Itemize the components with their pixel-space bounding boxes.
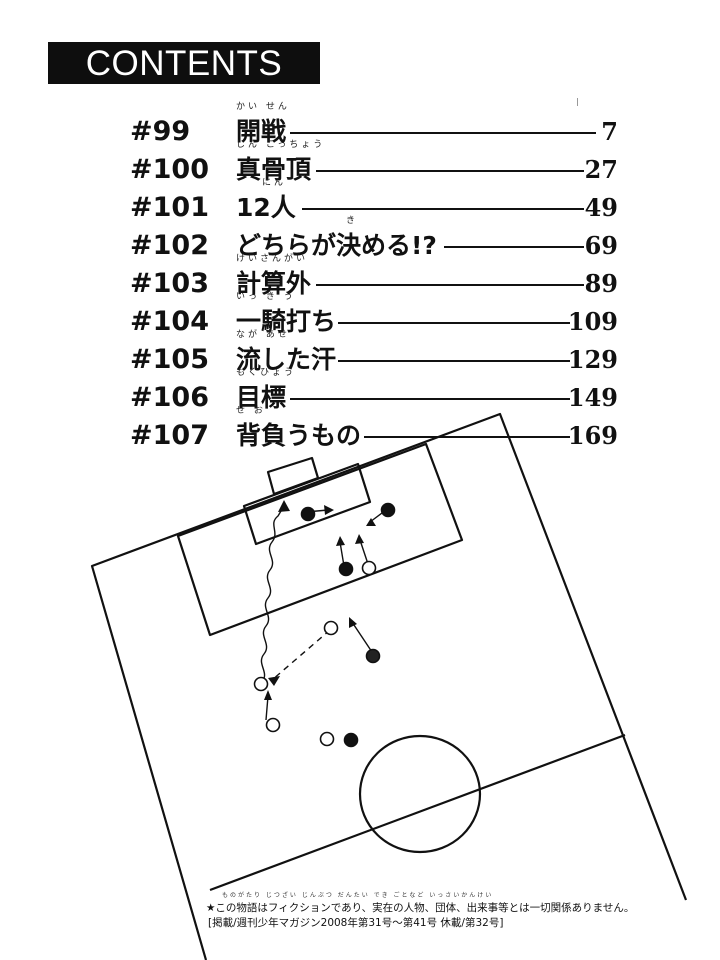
chapter-page: 69 bbox=[584, 231, 618, 260]
leader-line bbox=[364, 436, 570, 438]
chapter-page: 27 bbox=[584, 155, 618, 184]
arrow-head bbox=[268, 676, 280, 686]
chapter-number: #103 bbox=[130, 268, 209, 299]
pitch-outline bbox=[90, 412, 688, 960]
chapter-page: 7 bbox=[601, 117, 618, 146]
chapter-page: 149 bbox=[567, 383, 618, 412]
arrow-head bbox=[349, 617, 357, 628]
goal bbox=[266, 456, 320, 496]
chapter-title: 真骨頂 bbox=[236, 155, 312, 184]
halfway-line bbox=[209, 733, 626, 892]
chapter-number: #105 bbox=[130, 344, 209, 375]
fiction-disclaimer: ★この物語はフィクションであり、実在の人物、団体、出来事等とは一切関係ありません… bbox=[206, 902, 635, 914]
player-dark bbox=[380, 502, 396, 518]
run-arrow-3 bbox=[359, 539, 369, 565]
arrow-head bbox=[278, 500, 290, 512]
leader-line bbox=[302, 208, 584, 210]
player-dark bbox=[365, 648, 381, 664]
chapter-title: 計算外 bbox=[236, 269, 312, 298]
run-arrow-4 bbox=[351, 621, 373, 653]
chapter-title: 背負うもの bbox=[236, 421, 362, 450]
chapter-number: #104 bbox=[130, 306, 209, 337]
player-light bbox=[323, 620, 339, 636]
chapter-ruby: いっ き う bbox=[236, 292, 296, 302]
leader-line bbox=[290, 132, 596, 134]
player-light bbox=[319, 731, 335, 747]
player-light bbox=[253, 676, 269, 692]
toc-entry-105[interactable]: #105 なが あせ 流した汗 129 bbox=[0, 330, 720, 377]
leader-line bbox=[444, 246, 584, 248]
chapter-ruby: なが あせ bbox=[236, 330, 290, 340]
chapter-page: 89 bbox=[584, 269, 618, 298]
note-ruby: ものがたり じつざい じんぶつ だんたい でき ごとなど いっさいかんけい bbox=[222, 892, 494, 899]
arrow-head bbox=[336, 536, 345, 546]
chapter-page: 109 bbox=[567, 307, 618, 336]
chapter-page: 49 bbox=[584, 193, 618, 222]
run-arrow-2 bbox=[339, 541, 345, 567]
leader-line bbox=[316, 284, 584, 286]
leader-line bbox=[290, 398, 570, 400]
toc-entry-106[interactable]: #106 もくひょう 目標 149 bbox=[0, 368, 720, 415]
trim-mark bbox=[577, 98, 578, 106]
toc-entry-107[interactable]: #107 せ お 背負うもの 169 bbox=[0, 406, 720, 453]
chapter-ruby: かい せん bbox=[236, 102, 290, 112]
chapter-ruby: せ お bbox=[236, 406, 266, 416]
chapter-ruby: き bbox=[346, 216, 359, 226]
player-dark bbox=[300, 506, 316, 522]
player-light bbox=[265, 717, 281, 733]
chapter-number: #106 bbox=[130, 382, 209, 413]
leader-line bbox=[316, 170, 584, 172]
chapter-ruby: にん bbox=[262, 178, 287, 188]
leader-line bbox=[338, 360, 570, 362]
arrow-head bbox=[264, 690, 272, 700]
chapter-ruby: しん こっちょう bbox=[236, 140, 326, 150]
pass-arrow bbox=[271, 629, 331, 681]
chapter-title: 一騎打ち bbox=[236, 307, 337, 336]
chapter-title: 流した汗 bbox=[236, 345, 337, 374]
chapter-title: 12人 bbox=[236, 193, 296, 222]
chapter-page: 129 bbox=[567, 345, 618, 374]
player-light bbox=[361, 560, 377, 576]
contents-heading: CONTENTS bbox=[85, 44, 283, 83]
chapter-number: #99 bbox=[130, 116, 191, 147]
player-dark bbox=[343, 732, 359, 748]
chapter-number: #101 bbox=[130, 192, 209, 223]
toc-entry-104[interactable]: #104 いっ き う 一騎打ち 109 bbox=[0, 292, 720, 339]
chapter-number: #100 bbox=[130, 154, 209, 185]
arrow-head bbox=[355, 534, 364, 544]
leader-line bbox=[338, 322, 570, 324]
arrow-head bbox=[324, 505, 334, 515]
chapter-title: どちらが決める!? bbox=[236, 231, 437, 260]
chapter-page: 169 bbox=[567, 421, 618, 450]
center-circle bbox=[358, 734, 482, 854]
dribble-path bbox=[260, 505, 285, 683]
toc-entry-102[interactable]: #102 き どちらが決める!? 69 bbox=[0, 216, 720, 263]
chapter-ruby: もくひょう bbox=[236, 368, 297, 378]
table-of-contents: #99 かい せん 開戦 7 #100 しん こっちょう 真骨頂 27 #101… bbox=[0, 0, 720, 460]
chapter-number: #107 bbox=[130, 420, 209, 451]
penalty-area bbox=[176, 442, 464, 637]
chapter-title: 開戦 bbox=[236, 117, 287, 146]
toc-entry-100[interactable]: #100 しん こっちょう 真骨頂 27 bbox=[0, 140, 720, 187]
toc-entry-99[interactable]: #99 かい せん 開戦 7 bbox=[0, 102, 720, 149]
contents-banner: CONTENTS bbox=[48, 42, 320, 84]
chapter-number: #102 bbox=[130, 230, 209, 261]
player-dark bbox=[338, 561, 354, 577]
publication-info: [掲載/週刊少年マガジン2008年第31号〜第41号 休載/第32号] bbox=[208, 917, 504, 929]
toc-entry-103[interactable]: #103 けいさんがい 計算外 89 bbox=[0, 254, 720, 301]
arrow-head bbox=[366, 518, 376, 526]
chapter-title: 目標 bbox=[236, 383, 287, 412]
toc-entry-101[interactable]: #101 にん 12人 49 bbox=[0, 178, 720, 225]
chapter-ruby: けいさんがい bbox=[236, 254, 309, 264]
goal-area bbox=[242, 462, 372, 546]
